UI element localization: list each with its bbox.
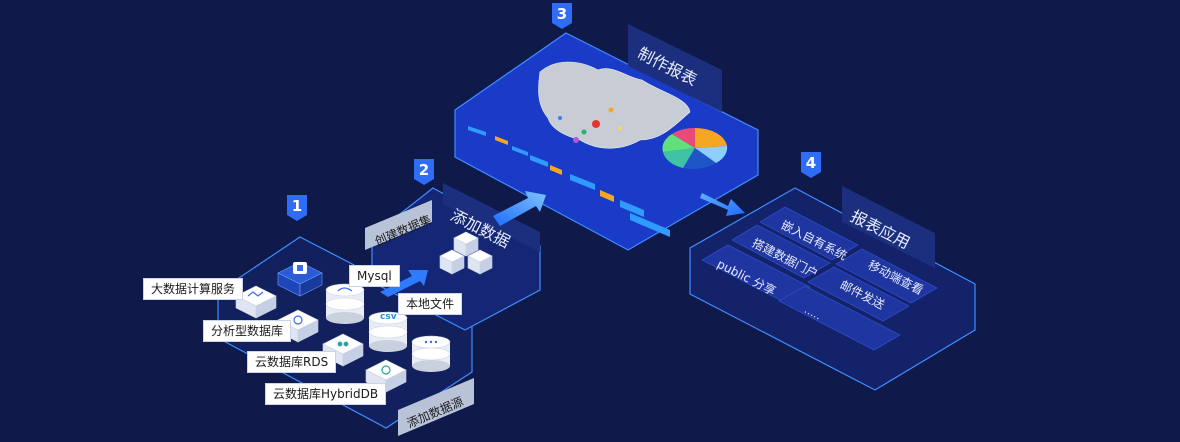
map-marker-red <box>592 120 600 128</box>
big-data-server-icon <box>235 285 277 319</box>
label-big-data: 大数据计算服务 <box>143 278 244 300</box>
arrow-1-to-2 <box>380 270 428 297</box>
bar-6 <box>570 174 595 190</box>
rds-server-icon <box>322 333 364 367</box>
map-marker-orange <box>608 107 614 113</box>
step-2-badge: 2 <box>414 159 434 185</box>
tile-mobile <box>835 248 938 304</box>
bar-8 <box>620 200 644 217</box>
tile-portal <box>731 224 831 279</box>
label-cloud-rds: 云数据库RDS <box>247 351 337 373</box>
label-mysql: Mysql <box>349 265 400 287</box>
server-stacks <box>235 261 407 393</box>
arrow-3-to-4 <box>700 193 745 216</box>
map-marker-yellow <box>618 126 622 130</box>
tile-more <box>778 285 901 351</box>
step-3-number: 3 <box>556 5 568 23</box>
step-4-badge: 4 <box>801 152 821 178</box>
label-hybrid-db: 云数据库HybridDB <box>265 383 387 405</box>
bar-9 <box>630 213 670 237</box>
step-1-number: 1 <box>291 197 303 215</box>
map-marker-green <box>581 129 587 135</box>
map-graphic <box>538 61 691 149</box>
bar-graphic <box>468 126 670 237</box>
step-3-badge: 3 <box>552 3 572 29</box>
tile-email <box>807 266 910 322</box>
arrow-2-to-3 <box>493 191 546 226</box>
bar-7 <box>600 190 614 202</box>
panel-data-sources-tag-slab <box>398 378 474 436</box>
db-cylinders <box>325 283 451 372</box>
bar-3 <box>512 146 528 156</box>
step-2-number: 2 <box>418 161 430 179</box>
panel-report-apps-wall <box>842 186 935 268</box>
step-4-number: 4 <box>805 154 817 172</box>
bar-4 <box>530 155 548 167</box>
mysql-db-icon <box>325 283 365 324</box>
bar-2 <box>495 136 508 145</box>
cube-stack-icon <box>439 231 493 275</box>
panel-add-data-tag-slab <box>365 200 432 250</box>
tile-embed <box>759 206 859 261</box>
map-marker-blue <box>558 116 562 120</box>
panel-add-data-wall <box>443 183 540 252</box>
csv-icon-text: csv <box>380 312 397 322</box>
bar-1 <box>468 126 486 136</box>
map-marker-purple <box>573 137 579 143</box>
panel-make-report-wall <box>628 24 722 112</box>
pie-graphic <box>662 127 728 170</box>
featured-source-icon <box>277 261 323 297</box>
bar-5 <box>550 165 562 175</box>
flow-arrows <box>380 191 745 297</box>
label-local-file: 本地文件 <box>398 293 463 315</box>
label-analytic-db: 分析型数据库 <box>203 320 292 342</box>
step-1-badge: 1 <box>287 195 307 221</box>
generic-db-icon <box>411 335 451 372</box>
app-tiles <box>701 206 938 351</box>
local-file-csv-icon <box>368 311 408 352</box>
